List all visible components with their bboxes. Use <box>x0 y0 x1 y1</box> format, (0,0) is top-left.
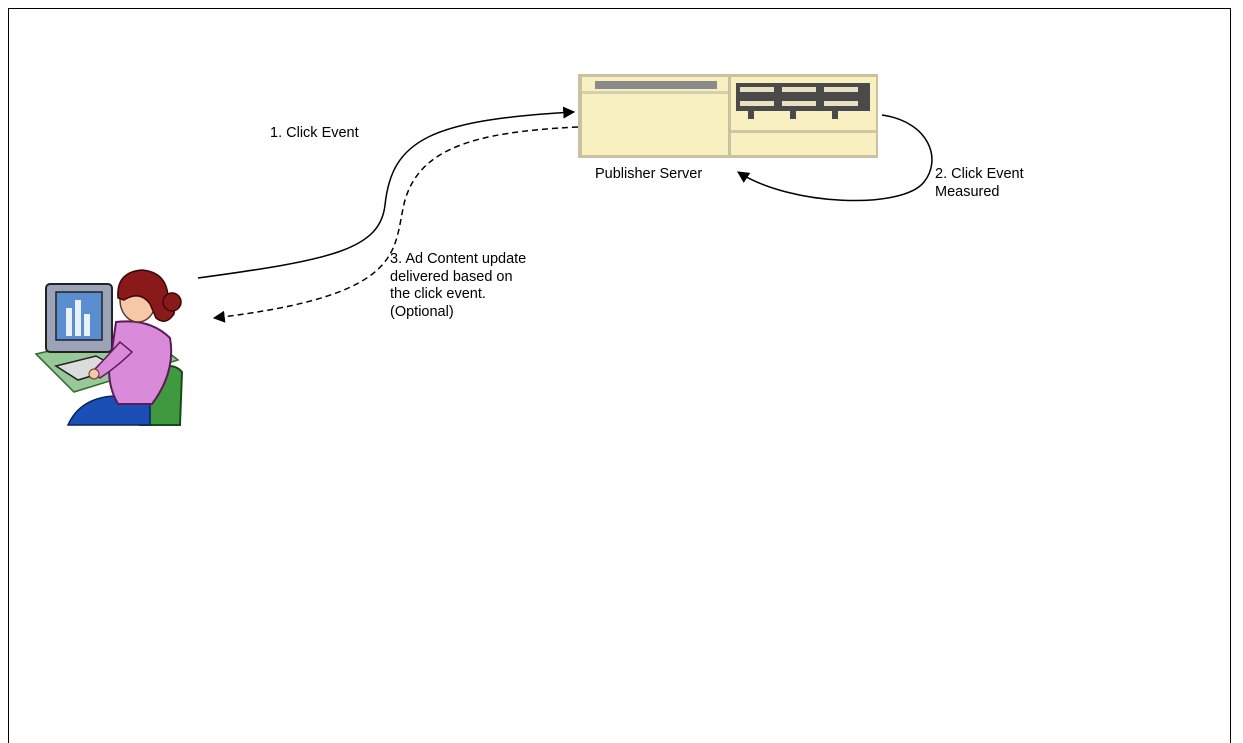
step-measured-label: 2. Click Event Measured <box>935 166 1024 200</box>
hand <box>88 368 100 380</box>
ad-content-arrow <box>212 126 579 323</box>
server-icon <box>578 74 878 158</box>
step-click-label: 1. Click Event <box>270 125 359 141</box>
hair-bun <box>162 292 182 312</box>
shirt <box>108 320 173 405</box>
server-drive-slot <box>595 81 717 89</box>
diagram-frame <box>8 8 1231 743</box>
server-label: Publisher Server <box>595 166 703 182</box>
user-at-computer-icon <box>34 269 184 426</box>
click-event-arrow <box>197 106 576 279</box>
server-left-panel <box>582 77 728 155</box>
measured-loop-arrow <box>736 114 933 202</box>
server-right-divider <box>731 130 876 133</box>
server-divider <box>582 91 728 94</box>
step-ad-content-label: 3. Ad Content update delivered based on … <box>390 251 527 320</box>
arm <box>90 340 134 379</box>
